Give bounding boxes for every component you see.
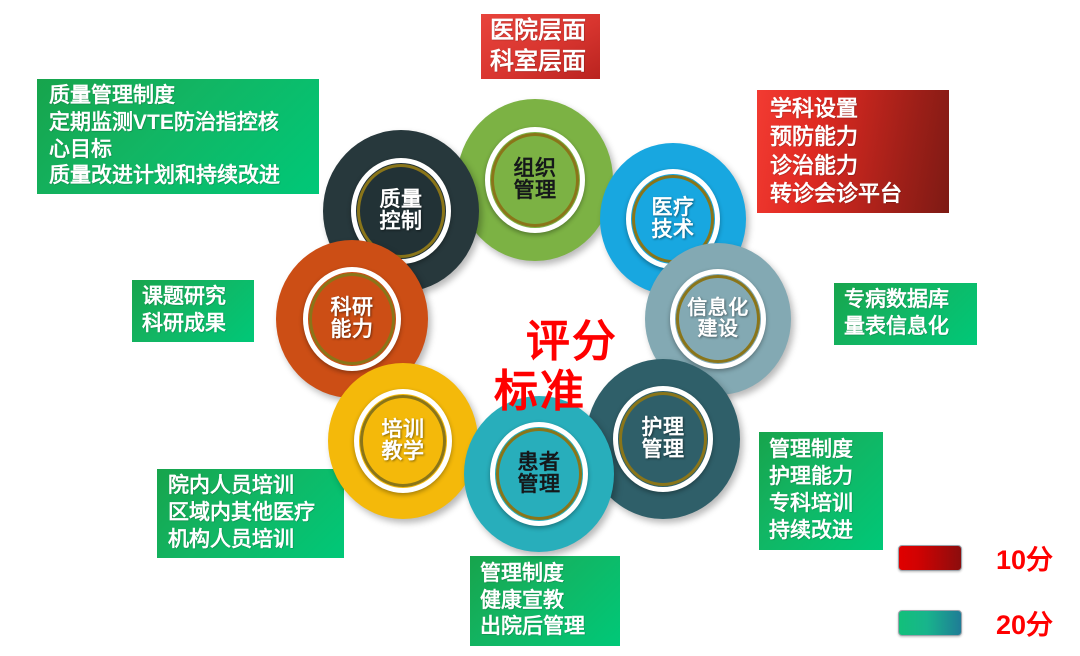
- legend-label-score-10: 10分: [996, 545, 1054, 575]
- callout-informatization-detail: 专病数据库 量表信息化: [834, 283, 977, 345]
- node-medical-technology-label: 医疗 技术: [651, 195, 695, 241]
- node-nursing-management[interactable]: 护理 管理: [586, 359, 740, 519]
- node-training-teaching-label: 培训 教学: [381, 417, 425, 463]
- callout-patient-detail-text: 管理制度 健康宣教 出院后管理: [480, 561, 585, 639]
- node-patient-management[interactable]: 患者 管理: [464, 396, 614, 552]
- node-research-capacity-core: 科研 能力: [303, 267, 401, 371]
- callout-training-detail: 院内人员培训 区域内其他医疗 机构人员培训: [157, 469, 344, 558]
- node-patient-management-core: 患者 管理: [490, 422, 588, 526]
- callout-quality-control-detail: 质量管理制度 定期监测VTE防治指控核 心目标 质量改进计划和持续改进: [37, 79, 319, 194]
- legend-swatch-red: [898, 544, 962, 571]
- callout-nursing-detail: 管理制度 护理能力 专科培训 持续改进: [759, 432, 883, 550]
- legend-item-score-20: 20分: [898, 603, 1053, 642]
- legend: 10分 20分: [898, 538, 1053, 656]
- node-research-capacity-label: 科研 能力: [330, 295, 374, 341]
- callout-medical-tech-detail: 学科设置 预防能力 诊治能力 转诊会诊平台: [757, 90, 949, 213]
- callout-levels-text: 医院层面 科室层面: [490, 16, 586, 75]
- callout-research-detail: 课题研究 科研成果: [132, 280, 254, 342]
- node-medical-technology[interactable]: 医疗 技术: [600, 143, 746, 295]
- node-quality-control-label: 质量 控制: [379, 187, 423, 233]
- callout-patient-detail: 管理制度 健康宣教 出院后管理: [470, 556, 620, 646]
- node-patient-management-label: 患者 管理: [517, 450, 561, 496]
- callout-informatization-detail-text: 专病数据库 量表信息化: [844, 288, 949, 338]
- callout-quality-control-detail-text: 质量管理制度 定期监测VTE防治指控核 心目标 质量改进计划和持续改进: [49, 83, 280, 188]
- center-title-text: 评分 标准: [494, 317, 618, 416]
- node-org-management-core: 组织 管理: [485, 127, 585, 233]
- node-nursing-management-label: 护理 管理: [641, 415, 685, 461]
- node-training-teaching-core: 培训 教学: [354, 389, 452, 493]
- legend-item-score-10: 10分: [898, 538, 1053, 577]
- node-informatization-label: 信息化 建设: [687, 296, 749, 340]
- node-quality-control-core: 质量 控制: [351, 158, 451, 264]
- callout-medical-tech-detail-text: 学科设置 预防能力 诊治能力 转诊会诊平台: [770, 96, 903, 206]
- node-informatization-core: 信息化 建设: [670, 269, 766, 369]
- legend-swatch-green: [898, 609, 962, 636]
- node-training-teaching[interactable]: 培训 教学: [328, 363, 478, 519]
- callout-training-detail-text: 院内人员培训 区域内其他医疗 机构人员培训: [168, 474, 315, 551]
- node-org-management[interactable]: 组织 管理: [457, 99, 613, 261]
- callout-levels: 医院层面 科室层面: [481, 14, 600, 79]
- node-nursing-management-core: 护理 管理: [613, 386, 713, 492]
- legend-label-score-20: 20分: [996, 610, 1054, 640]
- node-org-management-label: 组织 管理: [513, 156, 557, 202]
- callout-research-detail-text: 课题研究 科研成果: [142, 285, 226, 335]
- center-title: 评分 标准: [469, 268, 616, 465]
- node-medical-technology-core: 医疗 技术: [626, 169, 720, 269]
- callout-nursing-detail-text: 管理制度 护理能力 专科培训 持续改进: [769, 438, 853, 542]
